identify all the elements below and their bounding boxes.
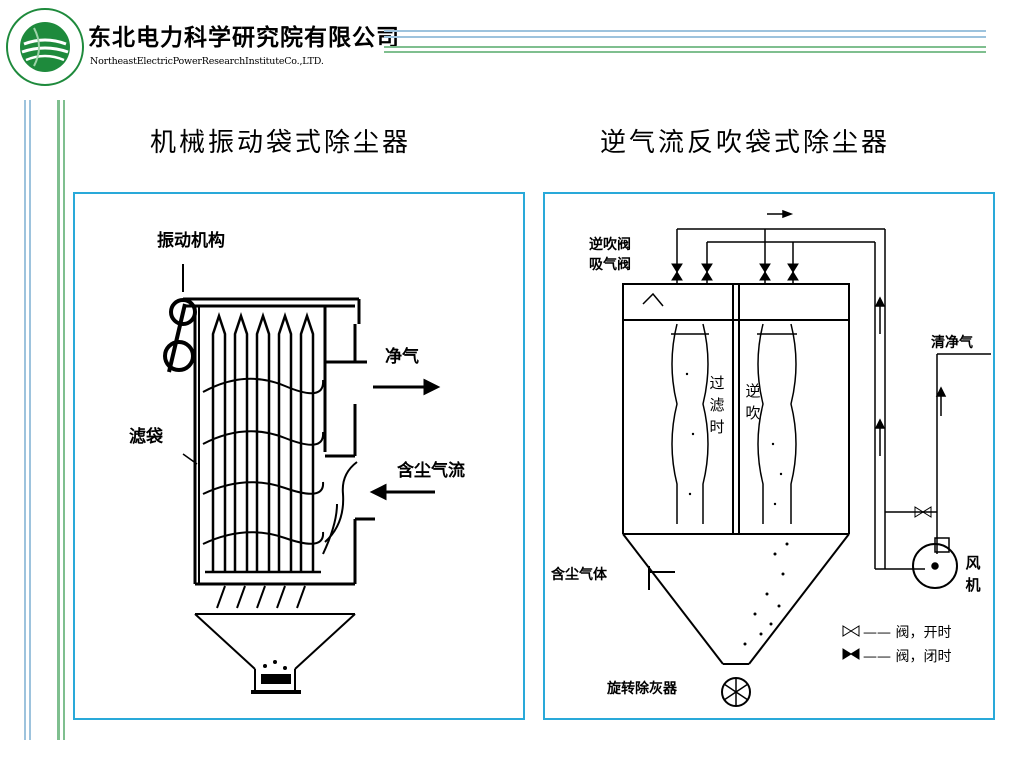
clean-air-label: 净气: [385, 347, 419, 367]
reverse-valve-label: 逆吹阀: [589, 237, 631, 253]
filter-bag-label: 滤袋: [129, 427, 163, 447]
right-diagram-panel: 逆吹阀 吸气阀 清净气 过 滤 时 逆 吹 含尘气体 风 机 —— 阀，开时 —…: [543, 192, 995, 720]
header-rule: [384, 46, 986, 48]
side-bar: [29, 100, 31, 740]
right-diagram-title: 逆气流反吹袋式除尘器: [600, 128, 891, 158]
reverse-blow-char: 逆: [745, 382, 761, 400]
side-bar: [57, 100, 60, 740]
side-bar: [63, 100, 65, 740]
filtering-char: 时: [709, 418, 725, 436]
clean-gas-label: 清净气: [931, 335, 973, 351]
header-rule: [384, 36, 986, 38]
reverse-air-diagram: [622, 209, 991, 707]
vibration-mechanism-label: 振动机构: [157, 231, 225, 251]
company-name-en: NortheastElectricPowerResearchInstituteC…: [90, 56, 324, 67]
left-diagram-panel: 振动机构 净气 滤袋 含尘气流: [73, 192, 525, 720]
filtering-char: 滤: [709, 396, 725, 414]
filtering-text: 过 滤 时: [709, 372, 725, 438]
header-rule: [384, 30, 986, 32]
suction-valve-label: 吸气阀: [589, 257, 631, 273]
header-rule: [384, 51, 986, 53]
reverse-blow-text: 逆 吹: [745, 380, 761, 424]
dusty-gas-label: 含尘气体: [551, 567, 607, 583]
reverse-blow-char: 吹: [745, 404, 761, 422]
valve-open-legend: —— 阀，开时: [863, 625, 952, 641]
fan-label: 风 机: [965, 552, 981, 596]
left-diagram-title: 机械振动袋式除尘器: [150, 128, 412, 158]
fan-char: 机: [965, 576, 981, 594]
fan-char: 风: [965, 554, 981, 572]
mechanical-shaker-diagram: [163, 264, 441, 694]
rotary-discharger-label: 旋转除灰器: [607, 681, 677, 697]
valve-closed-legend: —— 阀，闭时: [863, 649, 952, 665]
filtering-char: 过: [709, 374, 725, 392]
side-bar: [24, 100, 26, 740]
dusty-airflow-label: 含尘气流: [397, 461, 465, 481]
company-logo: [6, 8, 84, 86]
company-name-cn: 东北电力科学研究院有限公司: [88, 25, 400, 51]
